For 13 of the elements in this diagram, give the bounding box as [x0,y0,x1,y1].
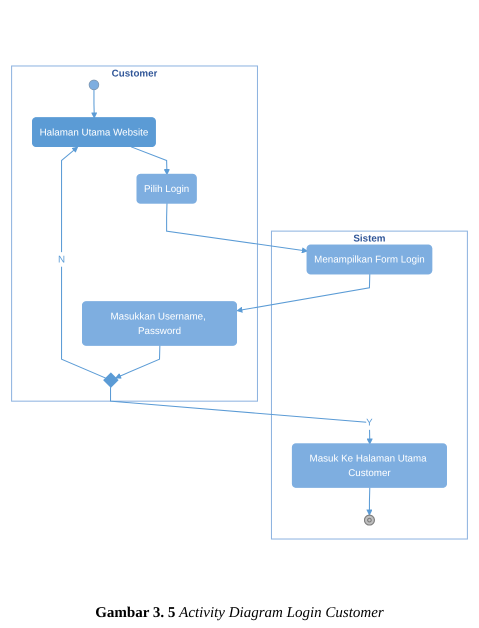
arrow [236,274,370,313]
arrow [110,387,373,444]
arrow [91,90,98,118]
caption: Gambar 3. 5 Activity Diagram Login Customer [95,604,384,623]
arrow [115,346,160,379]
arrow [366,488,373,516]
edge-label: Y [366,416,373,428]
edge-label: N [58,254,66,265]
arrow [166,203,308,254]
arrow [130,146,170,176]
node-diamond [103,372,119,388]
node-circle [88,80,100,90]
arrow [61,146,106,379]
